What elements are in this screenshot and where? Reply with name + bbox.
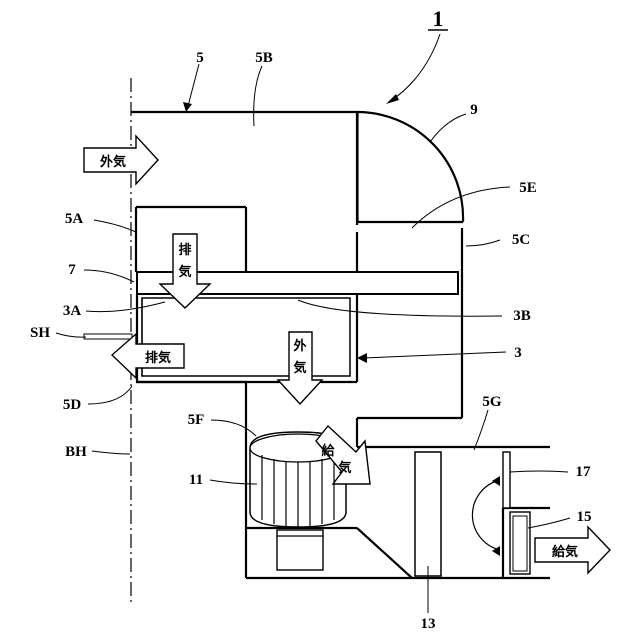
arrow-supply-out-label: 給気 [552,544,578,560]
label-5B: 5B [255,50,273,66]
label-7: 7 [68,262,76,278]
label-5A: 5A [65,211,84,227]
arrow-exhaust-down-label-2: 気 [178,264,191,280]
label-11: 11 [189,472,203,488]
damper-17 [503,452,510,508]
label-BH: BH [65,444,87,460]
arrow-outside-air-down: 外 気 [278,332,322,404]
arrow-outside-air-down-label-1: 外 [292,338,306,354]
label-5: 5 [196,50,204,66]
arrow-outside-air-down-label-2: 気 [293,360,306,376]
label-13: 13 [421,616,436,632]
label-5C: 5C [512,232,530,248]
label-1: 1 [433,6,444,31]
label-15: 15 [577,509,592,525]
arrow-outside-air-in-label: 外気 [99,154,126,170]
hood-9 [357,112,463,222]
label-3B: 3B [513,308,531,324]
label-5G: 5G [482,394,502,410]
arrow-exhaust-down-label-1: 排 [178,242,191,258]
label-17: 17 [576,464,592,480]
label-5D: 5D [63,397,82,413]
arrow-exhaust-out-label: 排気 [145,350,171,366]
label-9: 9 [470,102,478,118]
label-5E: 5E [519,180,537,196]
arrow-outside-air-in: 外気 [84,136,158,184]
arrow-supply-fan-label-1: 給 [321,443,335,459]
damper-swing-arc [472,476,500,556]
filter-13 [415,452,441,576]
arrow-supply-out: 給気 [535,527,610,573]
sleeve-sh [84,334,132,339]
arrow-exhaust-out: 排気 [112,334,184,378]
label-3A: 3A [63,303,82,319]
label-SH: SH [30,325,50,341]
damper-15 [510,512,530,574]
arrow-supply-fan-label-2: 気 [338,460,351,476]
label-3: 3 [514,345,522,361]
label-5F: 5F [188,412,205,428]
